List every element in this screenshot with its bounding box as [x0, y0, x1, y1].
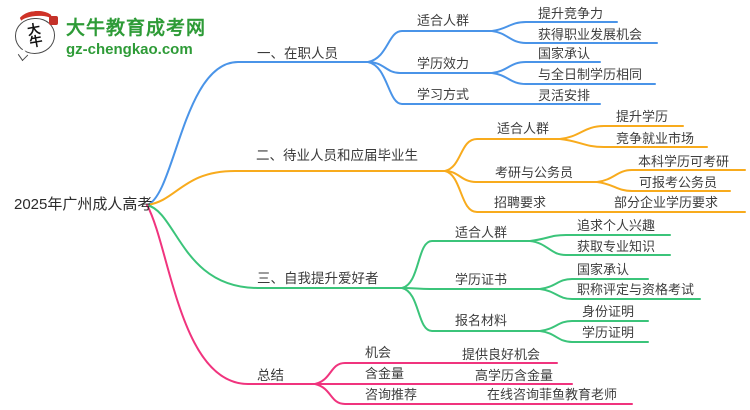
branch3-sub1-label: 适合人群: [455, 225, 508, 240]
edge-b3-s2-l1: [539, 278, 649, 290]
leaf-label: 国家承认: [538, 46, 591, 61]
branch4-label: 总结: [257, 368, 284, 383]
branch4-sub3-label: 咨询推荐: [365, 387, 418, 402]
site-logo: 大牛 大牛教育成考网 gz-chengkao.com: [12, 9, 206, 62]
branch2-sub2-label: 考研与公务员: [495, 165, 574, 180]
branch4-sub1-label: 机会: [365, 345, 392, 360]
edge-root-b1: [146, 61, 369, 206]
edge-b2-s2-l2: [596, 181, 731, 192]
edge-b1-s2-l2: [491, 72, 656, 85]
edge-b1-s2: [367, 61, 493, 74]
edge-b3-s2-l2: [539, 288, 701, 300]
leaf-label: 与全日制学历相同: [538, 67, 643, 82]
edge-b3-s1: [401, 240, 531, 289]
branch1-label: 一、在职人员: [257, 46, 338, 61]
edge-root-b2: [146, 170, 446, 206]
edge-b3-s3: [401, 287, 541, 332]
leaf-label: 提升学历: [616, 109, 669, 124]
edge-root-b3: [146, 204, 403, 289]
leaf-label: 提升竞争力: [538, 6, 604, 21]
daniu-logo-icon: 大牛: [12, 9, 60, 62]
edge-root-b4: [146, 204, 316, 385]
logo-text-block: 大牛教育成考网 gz-chengkao.com: [66, 13, 206, 58]
edge-b3-s3-l1: [539, 320, 649, 332]
edge-b2-s3: [444, 170, 746, 213]
leaf-label: 职称评定与资格考试: [577, 282, 695, 297]
root-node: 2025年广州成人高考: [14, 196, 153, 213]
site-name: 大牛教育成考网: [66, 17, 207, 39]
leaf-label: 竞争就业市场: [616, 131, 695, 146]
branch3-label: 三、自我提升爱好者: [257, 271, 379, 286]
logo-red-seal: [49, 16, 58, 25]
edge-b1-s2-l1: [491, 61, 601, 74]
edge-b1-s1-l2: [491, 30, 658, 44]
branch1-sub3-label: 学习方式: [417, 87, 470, 102]
leaf-label: 可报考公务员: [639, 175, 718, 190]
branch4-sub2-label: 含金量: [365, 366, 405, 381]
edge-b1-s1-l1: [491, 21, 618, 32]
edge-b4-s1: [314, 362, 558, 385]
edge-b2-s1-l1: [559, 125, 684, 140]
edge-b1-s1: [367, 30, 493, 63]
logo-speech-bubble: 大牛: [15, 18, 55, 54]
leaf-label: 在线咨询菲鱼教育老师: [487, 387, 618, 402]
branch1-sub1-label: 适合人群: [417, 13, 470, 28]
leaf-label: 国家承认: [577, 262, 630, 277]
leaf-label: 身份证明: [582, 304, 635, 319]
branch3-sub2-label: 学历证书: [455, 272, 508, 287]
branch3-sub3-label: 报名材料: [455, 313, 508, 328]
leaf-label: 灵活安排: [538, 88, 591, 103]
leaf-label: 学历证明: [582, 325, 635, 340]
edge-b2-s1: [444, 138, 561, 172]
leaf-label: 获得职业发展机会: [538, 27, 643, 42]
edge-b4-s3: [314, 383, 633, 405]
branch2-sub1-label: 适合人群: [497, 121, 550, 136]
edge-b3-s1-l1: [529, 234, 671, 242]
edge-b2-s2-l1: [596, 169, 746, 183]
branch2-sub3-label: 招聘要求: [494, 195, 547, 210]
leaf-label: 提供良好机会: [462, 347, 541, 362]
edge-b3-s3-l2: [539, 330, 649, 343]
edge-b2-s1-l2: [559, 138, 708, 148]
site-domain: gz-chengkao.com: [66, 40, 193, 58]
leaf-label: 部分企业学历要求: [614, 195, 719, 210]
branch2-label: 二、待业人员和应届毕业生: [256, 148, 418, 163]
edge-b2-s2: [444, 170, 598, 183]
branch3-edges: [146, 204, 701, 343]
edge-b3-s1-l2: [529, 240, 671, 256]
branch4-edges: [146, 204, 633, 405]
leaf-label: 高学历含金量: [475, 368, 554, 383]
branch2-edges: [146, 125, 746, 213]
branch1-sub2-label: 学历效力: [417, 56, 470, 71]
leaf-label: 本科学历可考研: [638, 154, 730, 169]
leaf-label: 获取专业知识: [577, 239, 656, 254]
edge-b1-s3: [367, 61, 601, 105]
logo-mark-text: 大牛: [26, 21, 44, 50]
leaf-label: 追求个人兴趣: [577, 218, 656, 233]
edge-b3-s2: [401, 287, 541, 290]
branch1-edges: [146, 21, 658, 206]
